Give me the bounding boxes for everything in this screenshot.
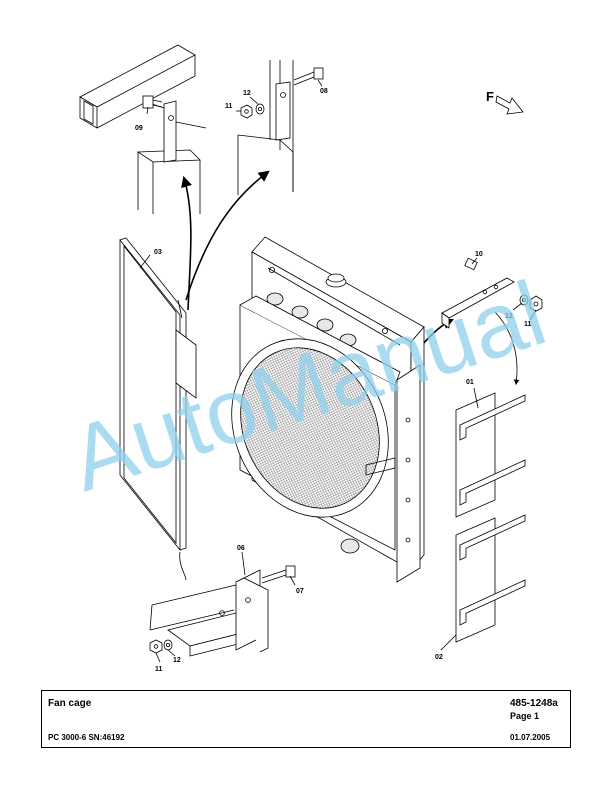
- document-number: 485-1248a: [510, 698, 558, 709]
- mesh-guard: [119, 237, 197, 552]
- part-label-10: 10: [475, 251, 483, 258]
- drawing-title: Fan cage: [48, 698, 92, 709]
- part-label-11-right: 11: [524, 321, 532, 328]
- detail-bottom: [149, 565, 296, 657]
- part-label-03: 03: [154, 249, 162, 256]
- issue-date: 01.07.2005: [510, 733, 551, 742]
- part-label-07: 07: [296, 588, 304, 595]
- radiator-assembly: [231, 236, 425, 583]
- direction-label: F: [486, 89, 494, 104]
- part-label-11-top: 11: [225, 103, 233, 110]
- part-label-09: 09: [135, 125, 143, 132]
- side-mesh-panels: [455, 392, 526, 643]
- part-label-11-bottom: 11: [155, 666, 163, 673]
- exploded-parts-diagram: 09 08 12 11 03 10 12 11 01 06 07 02 12 1…: [59, 44, 557, 673]
- part-label-01: 01: [466, 379, 474, 386]
- part-label-08: 08: [320, 88, 328, 95]
- detail-top-left: [79, 44, 207, 214]
- part-label-06: 06: [237, 545, 245, 552]
- part-label-12-top: 12: [243, 90, 251, 97]
- part-label-02: 02: [435, 654, 443, 661]
- title-block: Fan cage 485-1248a Page 1 PC 3000-6 SN:4…: [41, 690, 571, 748]
- part-label-12-bottom: 12: [173, 657, 181, 664]
- detail-top-center: [237, 60, 324, 195]
- leader-lines: [139, 79, 537, 663]
- page-number: Page 1: [510, 711, 540, 721]
- part-label-12-right: 12: [505, 313, 513, 320]
- machine-model: PC 3000-6 SN:46192: [48, 733, 125, 742]
- direction-arrow: [495, 95, 524, 115]
- right-bracket: [441, 257, 543, 329]
